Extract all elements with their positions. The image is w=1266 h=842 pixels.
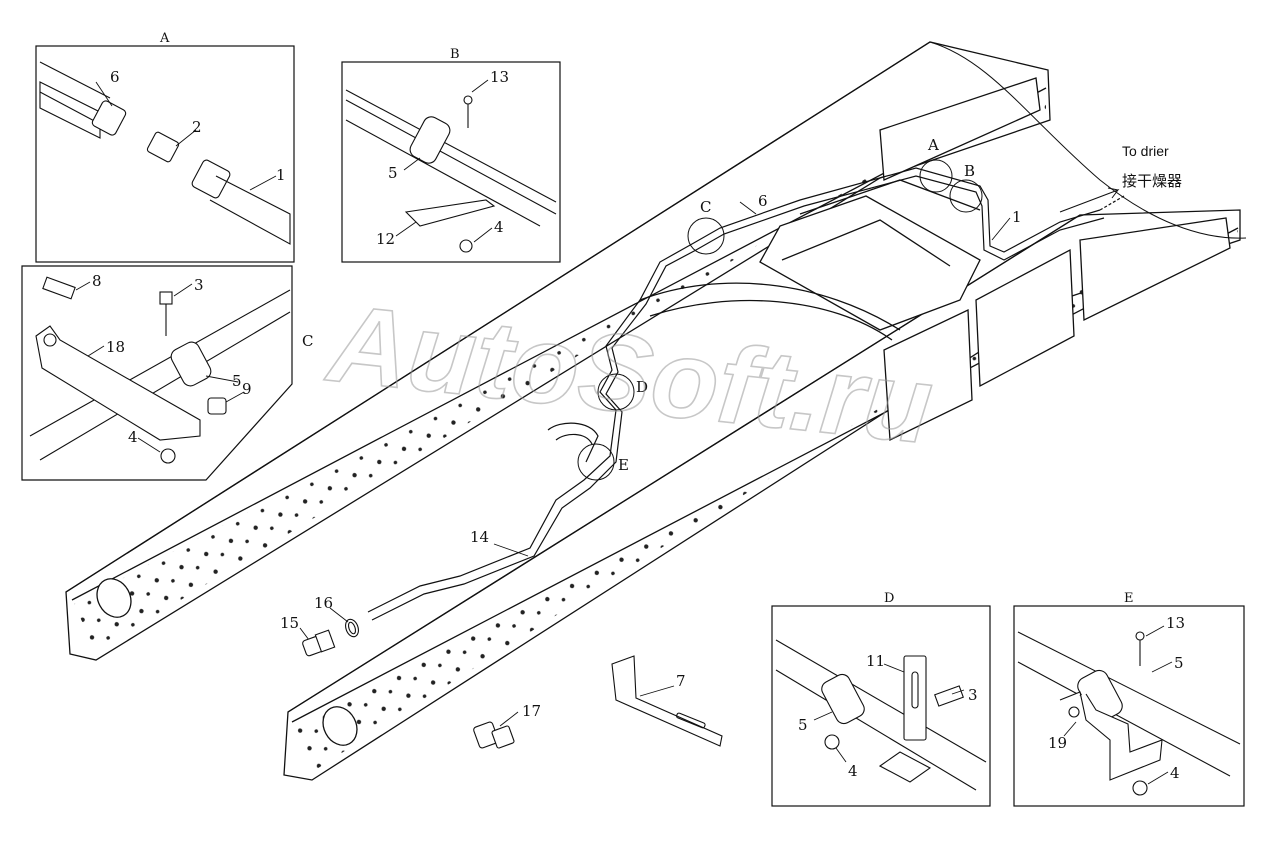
panel-D-title: D	[884, 591, 894, 606]
to-drier-arrow	[1059, 187, 1120, 213]
callout-1-panel-A: 1	[276, 166, 286, 184]
detail-panel-C: 8 3 18 5 9 4	[21, 265, 293, 481]
seal-ring-16	[345, 618, 359, 638]
callout-5-panel-C: 5	[232, 372, 242, 390]
bracket-7	[611, 655, 723, 747]
callout-3-panel-D: 3	[968, 686, 978, 704]
to-drier-label: To drier	[1122, 143, 1169, 159]
marker-E: E	[618, 456, 629, 474]
callout-13-panel-B: 13	[490, 68, 509, 86]
callout-14: 14	[470, 528, 489, 546]
marker-B: B	[964, 162, 975, 180]
marker-C: C	[700, 198, 711, 216]
detail-markers	[577, 159, 983, 481]
callout-6-main: 6	[758, 192, 768, 210]
callout-5-panel-B: 5	[388, 164, 398, 182]
callout-13-panel-E: 13	[1166, 614, 1185, 632]
callout-4-panel-B: 4	[494, 218, 504, 236]
callout-6-panel-A: 6	[110, 68, 120, 86]
callout-8-panel-C: 8	[92, 272, 102, 290]
panel-E-title: E	[1124, 591, 1134, 606]
panel-B-title: B	[450, 47, 460, 62]
callout-16: 16	[314, 594, 333, 612]
panel-A-title: A	[159, 31, 170, 46]
callout-19-panel-E: 19	[1048, 734, 1067, 752]
callout-11-panel-D: 11	[866, 652, 885, 670]
detail-panel-D: D 11 3 5 4	[771, 591, 991, 807]
chassis-frame	[65, 41, 1247, 781]
callout-15: 15	[280, 614, 299, 632]
air-pipe	[367, 167, 1125, 621]
callout-2-panel-A: 2	[192, 118, 202, 136]
marker-C-left: C	[302, 332, 313, 350]
detail-panel-A: A 6 2 1	[35, 31, 295, 263]
fitting-15	[302, 629, 336, 657]
main-callouts	[299, 201, 1011, 727]
callout-18-panel-C: 18	[106, 338, 125, 356]
callout-17: 17	[522, 702, 541, 720]
callout-1-main: 1	[1012, 208, 1022, 226]
callout-4-panel-D: 4	[848, 762, 858, 780]
callout-4-panel-C: 4	[128, 428, 138, 446]
lower-rail-holes	[296, 230, 1238, 772]
callout-12-panel-B: 12	[376, 230, 395, 248]
to-drier-label-cn: 接干燥器	[1122, 173, 1182, 190]
callout-3-panel-C: 3	[194, 276, 204, 294]
detail-panel-E: E 13 5 19 4	[1013, 591, 1245, 807]
marker-D: D	[636, 378, 648, 396]
callout-7: 7	[676, 672, 686, 690]
callout-5-panel-D: 5	[798, 716, 808, 734]
upper-rail-holes	[74, 90, 1046, 652]
detail-panel-B: B 13 5 12 4	[341, 47, 561, 263]
marker-A: A	[927, 136, 939, 154]
fitting-17	[473, 721, 515, 749]
cross-member	[759, 195, 981, 331]
callout-9-panel-C: 9	[242, 380, 252, 398]
callout-5-panel-E: 5	[1174, 654, 1184, 672]
callout-4-panel-E: 4	[1170, 764, 1180, 782]
